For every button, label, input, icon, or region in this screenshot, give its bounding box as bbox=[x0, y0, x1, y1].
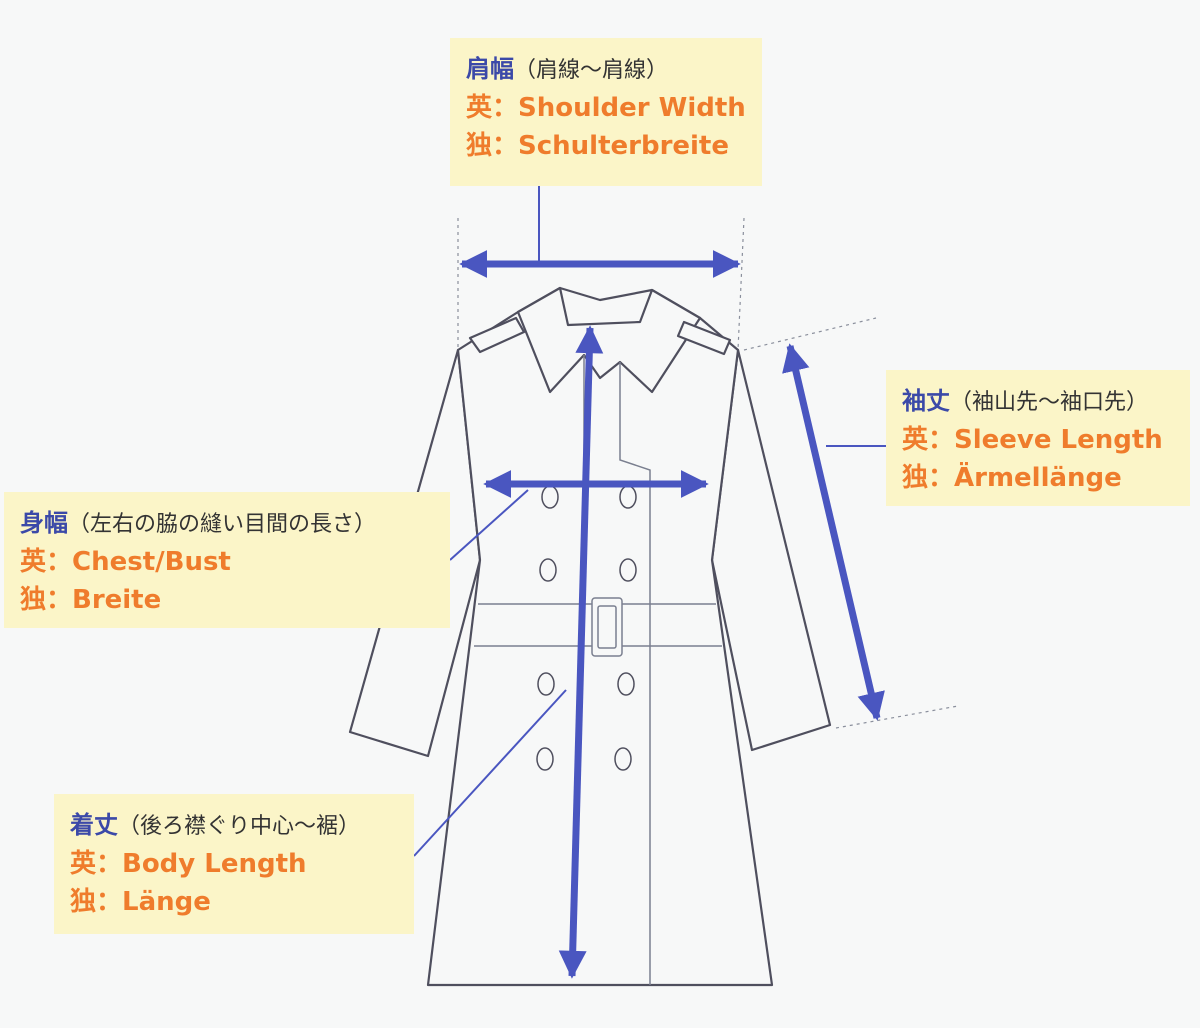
shoulder-term: 肩幅 bbox=[466, 55, 514, 83]
sleeve-german: 独：Ärmellänge bbox=[902, 463, 1122, 493]
shoulder-width-label: 肩幅（肩線～肩線） 英：Shoulder Width 独：Schulterbre… bbox=[450, 38, 762, 186]
body-length-arrow bbox=[558, 325, 604, 979]
chest-width-label: 身幅（左右の脇の縫い目間の長さ） 英：Chest/Bust 独：Breite bbox=[4, 492, 450, 628]
chest-term: 身幅 bbox=[20, 509, 68, 537]
sleeve-desc: （袖山先～袖口先） bbox=[950, 390, 1149, 415]
chest-desc: （左右の脇の縫い目間の長さ） bbox=[68, 512, 377, 537]
measurement-arrows bbox=[459, 250, 885, 979]
chest-english: 英：Chest/Bust bbox=[20, 547, 231, 577]
body-term: 着丈 bbox=[70, 811, 118, 839]
shoulder-english: 英：Shoulder Width bbox=[466, 93, 746, 123]
body-desc: （後ろ襟ぐり中心～裾） bbox=[118, 814, 361, 839]
chest-german: 独：Breite bbox=[20, 585, 162, 615]
right-epaulette bbox=[676, 320, 732, 356]
sleeve-term: 袖丈 bbox=[902, 387, 950, 415]
body-length-label: 着丈（後ろ襟ぐり中心～裾） 英：Body Length 独：Länge bbox=[54, 794, 414, 934]
left-epaulette bbox=[468, 316, 526, 354]
sleeve-length-label: 袖丈（袖山先～袖口先） 英：Sleeve Length 独：Ärmellänge bbox=[886, 370, 1190, 506]
shoulder-german: 独：Schulterbreite bbox=[466, 131, 729, 161]
guide-lines bbox=[457, 217, 959, 729]
sleeve-english: 英：Sleeve Length bbox=[902, 425, 1163, 455]
body-german: 独：Länge bbox=[70, 887, 211, 917]
sleeve-length-arrow bbox=[782, 343, 885, 721]
body-english: 英：Body Length bbox=[70, 849, 307, 879]
shoulder-desc: （肩線～肩線） bbox=[514, 58, 669, 83]
